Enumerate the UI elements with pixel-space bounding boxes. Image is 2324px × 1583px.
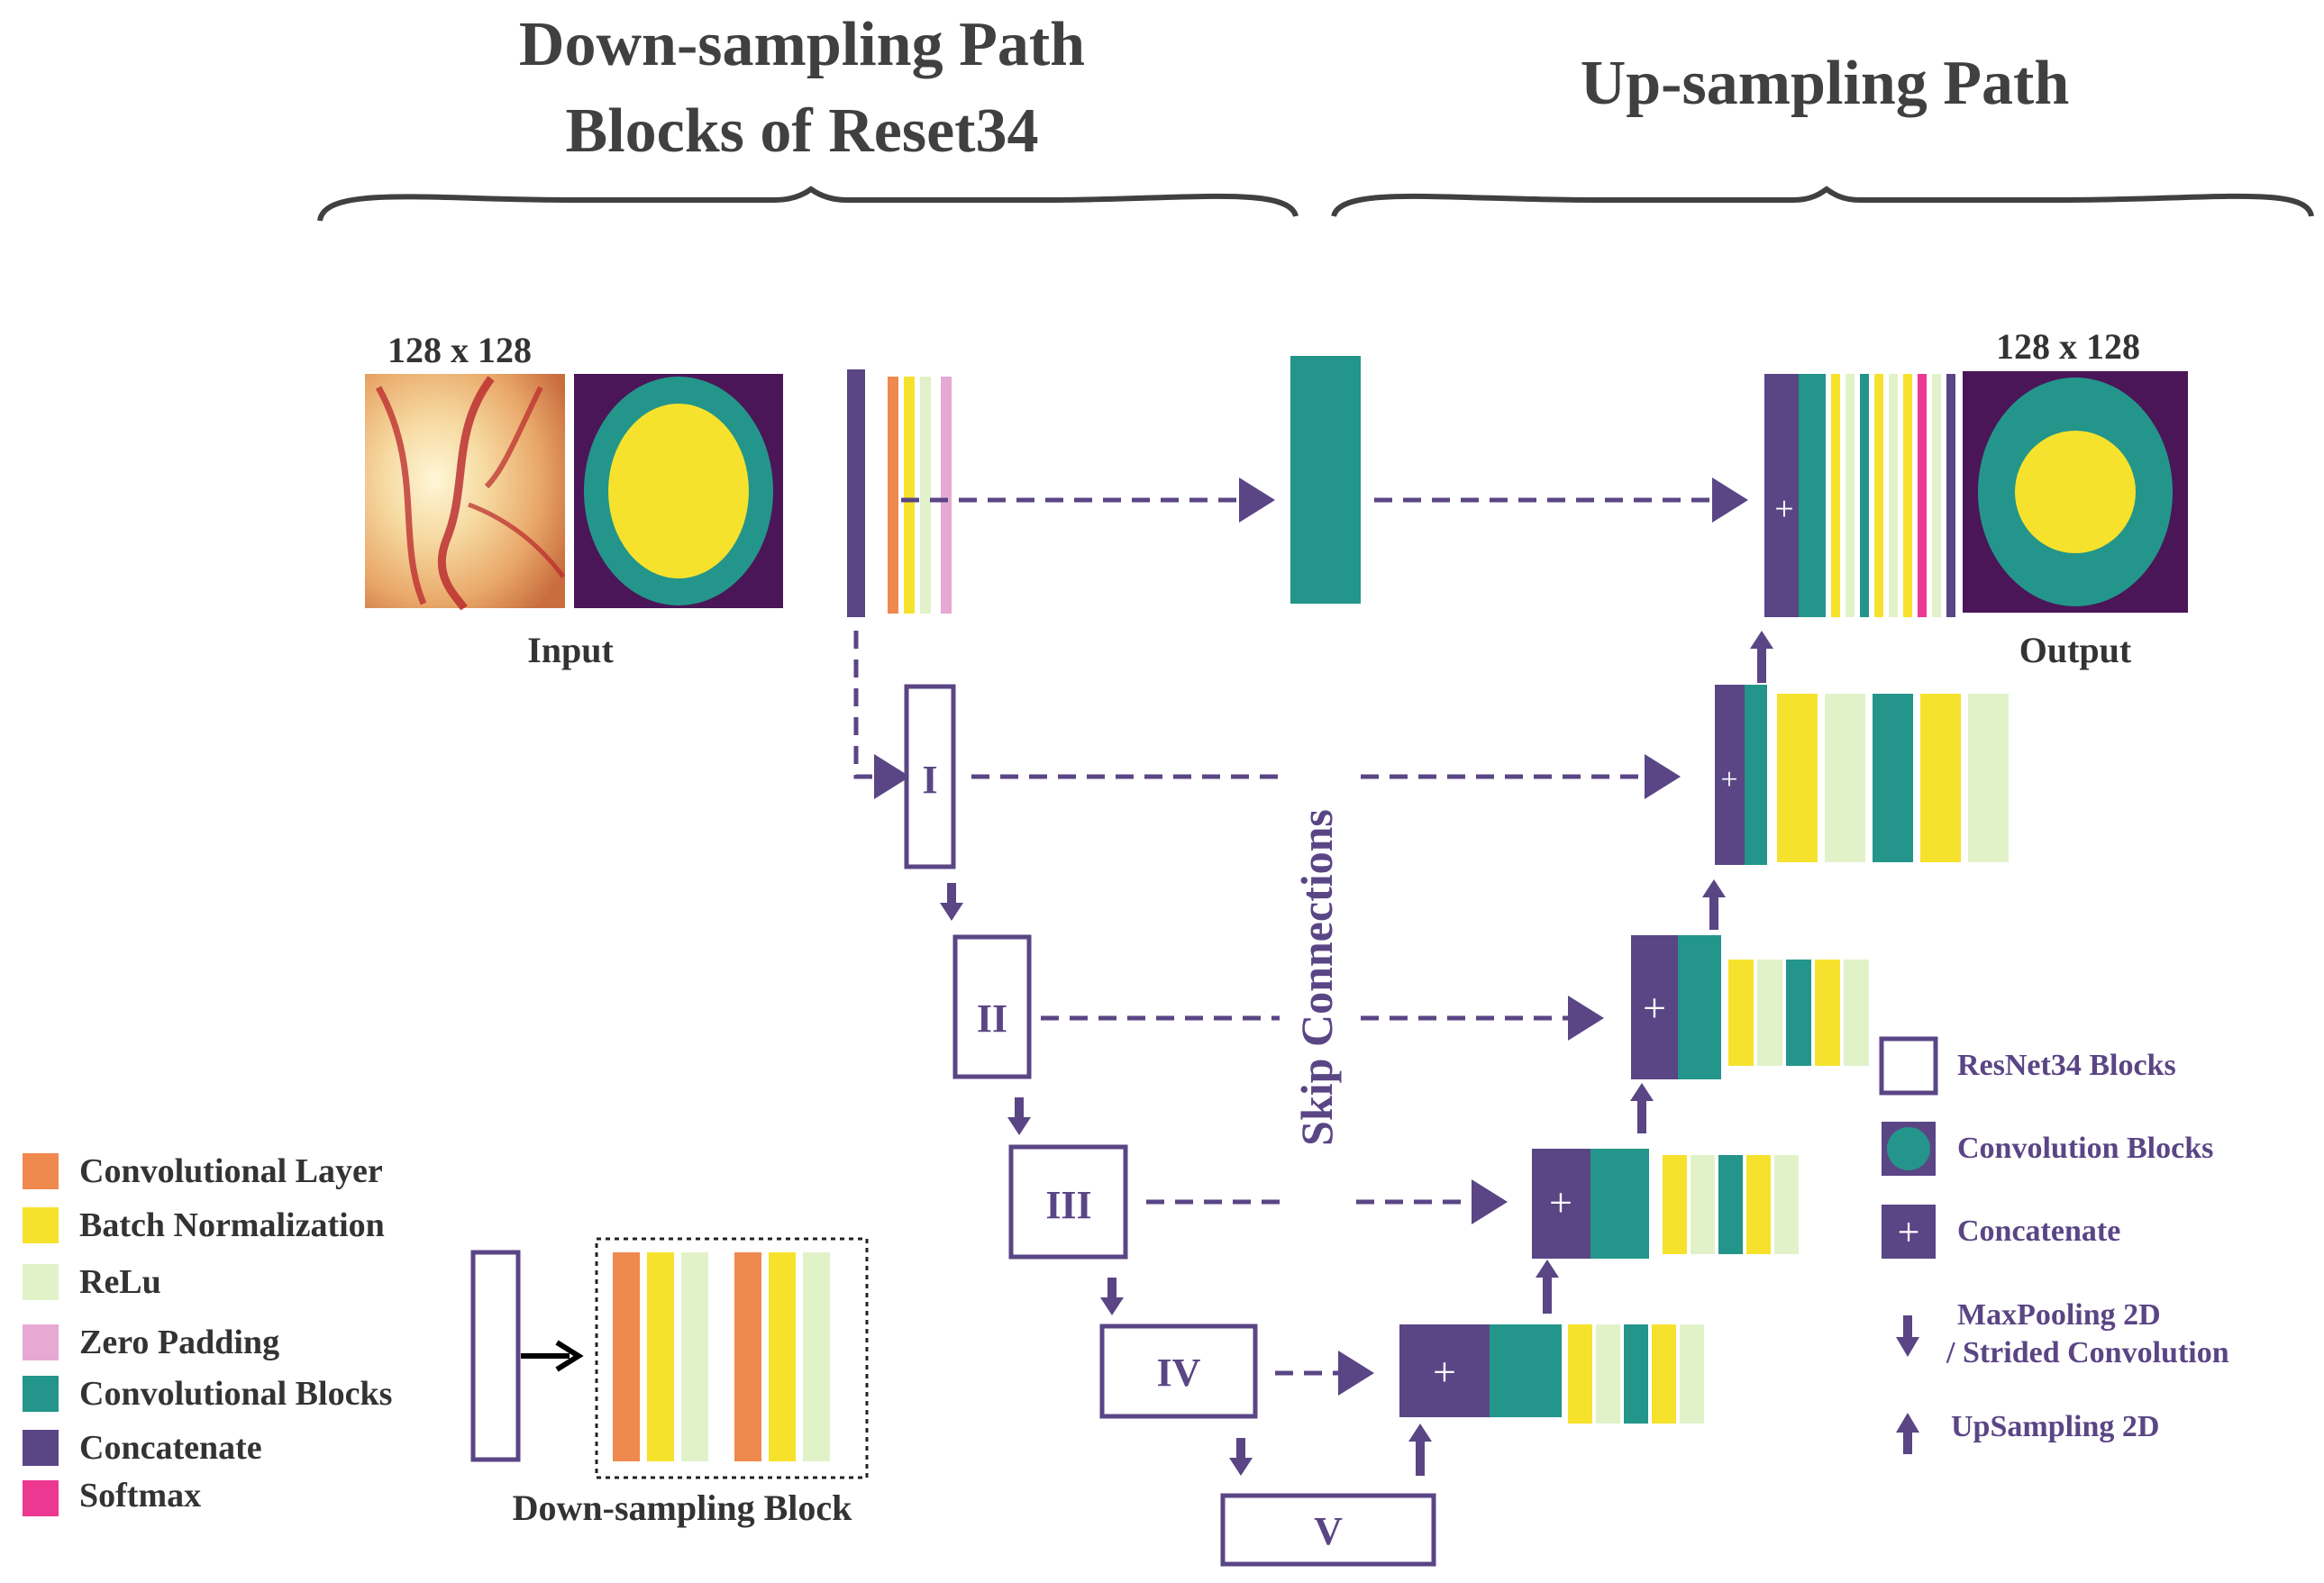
legend-item-zero-padding: Zero Padding	[23, 1324, 279, 1361]
decoder-stack-ii: +	[1631, 935, 1869, 1079]
skip-connections-label: Skip Connections	[1291, 809, 1342, 1146]
concat-plus-ii: +	[1643, 985, 1666, 1031]
down-path-brace	[317, 186, 1299, 222]
svg-text:UpSampling 2D: UpSampling 2D	[1951, 1410, 2159, 1443]
down-block-frame	[595, 1237, 869, 1479]
encoder-block-iii: III	[1008, 1144, 1128, 1260]
input-size-label: 128 x 128	[387, 330, 532, 370]
svg-text:ReLu: ReLu	[79, 1263, 161, 1301]
svg-text:Convolutional Layer: Convolutional Layer	[79, 1152, 383, 1190]
svg-text:Concatenate: Concatenate	[79, 1429, 262, 1467]
down-path-title-line2: Blocks of Reset34	[566, 96, 1039, 166]
stem-layer-stack	[847, 369, 952, 617]
svg-text:I: I	[922, 758, 937, 802]
predicted-mask	[1963, 371, 2188, 613]
upsampling-up-arrows	[1408, 631, 1773, 1476]
down-block-layers	[613, 1252, 830, 1461]
legend-convolution-blocks: Convolution Blocks	[1882, 1122, 2213, 1176]
svg-text:Convolution Blocks: Convolution Blocks	[1957, 1132, 2213, 1165]
svg-text:+: +	[1898, 1210, 1920, 1254]
decoder-stack-i: +	[1715, 685, 2009, 865]
svg-text:II: II	[977, 996, 1007, 1041]
svg-text:Convolutional Blocks: Convolutional Blocks	[79, 1375, 392, 1413]
svg-text:V: V	[1314, 1509, 1343, 1553]
decoder-stack-iv: +	[1399, 1324, 1704, 1424]
fundus-image	[365, 374, 565, 611]
output-label: Output	[2019, 630, 2132, 670]
legend-item-softmax: Softmax	[23, 1477, 201, 1516]
svg-text:Zero Padding: Zero Padding	[79, 1324, 279, 1361]
input-label: Input	[527, 630, 614, 670]
skip-connection-arrows	[971, 754, 1681, 1396]
svg-text:MaxPooling 2D: MaxPooling 2D	[1957, 1298, 2161, 1332]
svg-text:IV: IV	[1157, 1351, 1201, 1395]
concat-plus-iii: +	[1549, 1179, 1572, 1225]
output-size-label: 128 x 128	[1996, 326, 2140, 367]
legend-item-concatenate: Concatenate	[23, 1429, 262, 1467]
svg-text:Batch Normalization: Batch Normalization	[79, 1206, 385, 1244]
up-path-brace	[1331, 186, 2314, 218]
concat-plus-i: +	[1720, 763, 1737, 796]
encoder-block-i: I	[904, 684, 956, 869]
ground-truth-mask	[574, 374, 783, 608]
down-block-resnet-box	[470, 1250, 521, 1462]
decoder-stack-iii: +	[1532, 1149, 1799, 1259]
encoder-block-ii: II	[952, 934, 1032, 1079]
concat-plus-final: +	[1774, 490, 1793, 528]
svg-text:/ Strided Convolution: / Strided Convolution	[1946, 1336, 2229, 1369]
down-block-label: Down-sampling Block	[513, 1487, 852, 1528]
legend-maxpooling: MaxPooling 2D / Strided Convolution	[1896, 1298, 2229, 1369]
legend-item-relu: ReLu	[23, 1263, 161, 1301]
encoder-block-iv: IV	[1099, 1324, 1258, 1419]
bottleneck-conv-block	[1290, 356, 1361, 604]
down-block-arrow	[521, 1340, 584, 1372]
legend-item-conv-blocks: Convolutional Blocks	[23, 1375, 392, 1413]
down-path-title-line1: Down-sampling Path	[519, 10, 1085, 79]
legend-item-batch-norm: Batch Normalization	[23, 1206, 385, 1244]
up-path-title: Up-sampling Path	[1581, 49, 2070, 118]
svg-text:Softmax: Softmax	[79, 1477, 201, 1515]
legend-item-conv-layer: Convolutional Layer	[23, 1152, 383, 1190]
svg-text:Concatenate: Concatenate	[1957, 1215, 2120, 1248]
encoder-block-v: V	[1220, 1493, 1436, 1567]
svg-text:III: III	[1045, 1183, 1091, 1227]
maxpool-down-arrows	[940, 883, 1253, 1476]
final-decoder-stack	[1764, 374, 1955, 617]
legend-right: ResNet34 Blocks Convolution Blocks + Con…	[1879, 1036, 2229, 1454]
legend-left: Convolutional Layer Batch Normalization …	[23, 1152, 392, 1516]
legend-upsampling: UpSampling 2D	[1896, 1410, 2159, 1454]
svg-text:ResNet34 Blocks: ResNet34 Blocks	[1957, 1049, 2176, 1082]
stem-to-block-i-arrow	[853, 631, 910, 799]
legend-resnet-blocks: ResNet34 Blocks	[1879, 1036, 2176, 1096]
concat-plus-iv: +	[1433, 1349, 1456, 1395]
legend-concatenate: + Concatenate	[1882, 1205, 2120, 1259]
